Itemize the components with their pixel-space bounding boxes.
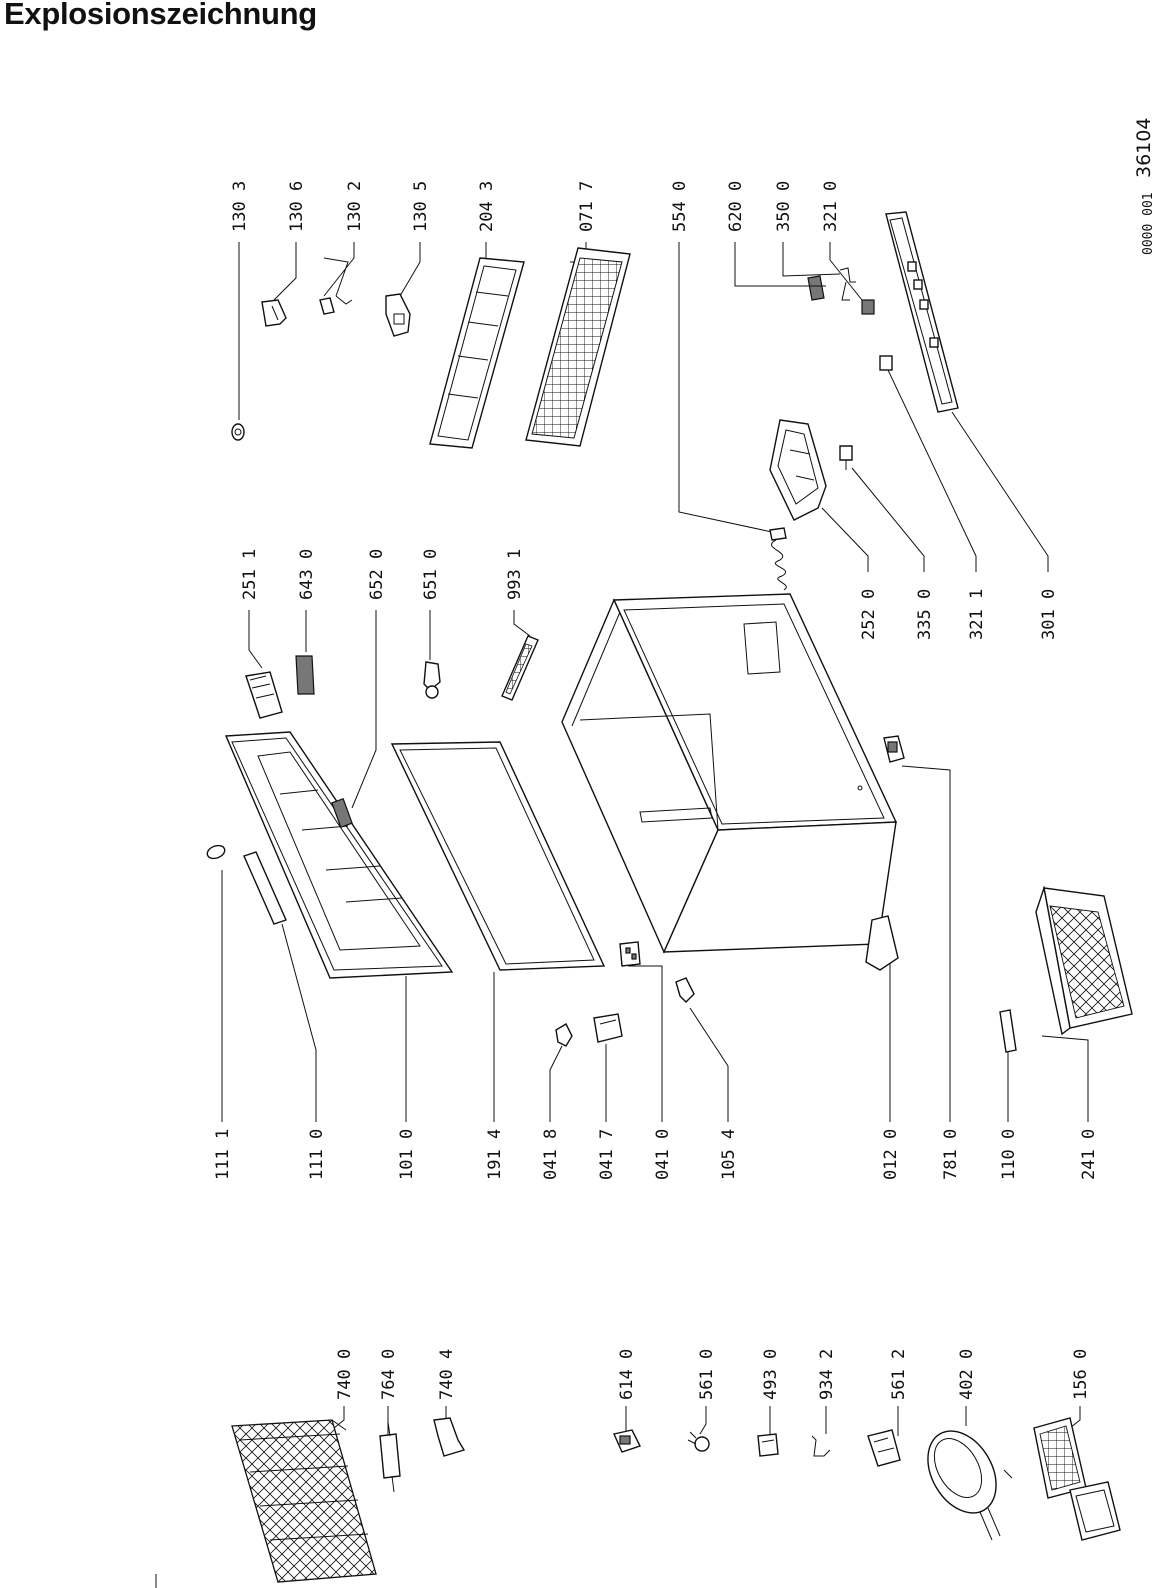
part-label-301-0: 301 0 [1039, 589, 1059, 640]
part-cabinet [561, 593, 898, 954]
part-label-781-0: 781 0 [941, 1129, 961, 1180]
part-740-0-condenser [231, 1419, 377, 1583]
part-label-554-0: 554 0 [670, 181, 690, 232]
part-561-0 [687, 1431, 710, 1452]
part-041-0 [619, 941, 641, 967]
part-label-934-2: 934 2 [817, 1349, 837, 1400]
document-number: 36104 [1133, 118, 1155, 178]
part-241-0-basket [1035, 885, 1133, 1036]
part-label-101-0: 101 0 [397, 1129, 417, 1180]
part-label-614-0: 614 0 [617, 1349, 637, 1400]
part-105-4 [675, 977, 695, 1003]
part-label-130-2: 130 2 [345, 181, 365, 232]
part-label-251-1: 251 1 [240, 549, 260, 600]
part-321-0 [861, 299, 875, 315]
part-071-7 [525, 247, 631, 447]
part-620-0 [806, 275, 826, 301]
part-label-130-3: 130 3 [230, 181, 250, 232]
part-156-0-tray [1033, 1417, 1121, 1541]
part-614-0 [613, 1429, 641, 1453]
part-643-0 [295, 655, 315, 695]
part-label-105-4: 105 4 [719, 1129, 739, 1180]
part-label-740-4: 740 4 [437, 1349, 457, 1400]
part-label-643-0: 643 0 [297, 549, 317, 600]
part-label-402-0: 402 0 [957, 1349, 977, 1400]
part-301-0-control-panel [885, 211, 959, 413]
part-204-3 [429, 257, 525, 449]
page-title: Explosionszeichnung [4, 0, 317, 31]
part-label-252-0: 252 0 [859, 589, 879, 640]
part-554-0 [769, 527, 787, 591]
part-191-4-gasket [390, 741, 606, 971]
part-110-0 [999, 1009, 1017, 1053]
part-130-3 [231, 423, 245, 441]
part-740-4 [433, 1417, 466, 1457]
part-111-0 [243, 851, 287, 925]
document-code: 0000 001 [1141, 192, 1156, 255]
part-label-130-6: 130 6 [287, 181, 307, 232]
part-label-191-4: 191 4 [485, 1129, 505, 1180]
part-label-130-5: 130 5 [411, 181, 431, 232]
part-041-7 [593, 1013, 623, 1043]
part-label-110-0: 110 0 [999, 1129, 1019, 1180]
part-252-0-control-housing [769, 419, 827, 521]
part-111-1 [206, 844, 226, 860]
part-label-335-0: 335 0 [915, 589, 935, 640]
part-781-0 [883, 735, 905, 763]
part-993-1 [501, 635, 539, 701]
part-651-0 [423, 661, 441, 699]
part-label-111-1: 111 1 [213, 1129, 233, 1180]
part-561-2 [867, 1429, 901, 1467]
part-label-321-1: 321 1 [967, 589, 987, 640]
part-label-651-0: 651 0 [421, 549, 441, 600]
part-321-1 [879, 355, 893, 371]
part-label-740-0: 740 0 [335, 1349, 355, 1400]
part-label-993-1: 993 1 [505, 549, 525, 600]
part-041-8 [555, 1023, 573, 1047]
part-350-0 [839, 267, 856, 301]
part-251-1 [245, 671, 283, 719]
part-label-111-0: 111 0 [307, 1129, 327, 1180]
part-label-652-0: 652 0 [367, 549, 387, 600]
part-764-0 [379, 1421, 401, 1493]
part-label-561-2: 561 2 [889, 1349, 909, 1400]
part-label-156-0: 156 0 [1071, 1349, 1091, 1400]
part-012-0 [865, 915, 899, 971]
part-130-2 [319, 295, 353, 315]
part-label-204-3: 204 3 [477, 181, 497, 232]
part-label-561-0: 561 0 [697, 1349, 717, 1400]
part-130-6 [261, 299, 287, 327]
part-label-041-8: 041 8 [541, 1129, 561, 1180]
part-label-493-0: 493 0 [761, 1349, 781, 1400]
part-label-071-7: 071 7 [577, 181, 597, 232]
part-493-0 [757, 1433, 779, 1457]
part-label-041-0: 041 0 [653, 1129, 673, 1180]
part-101-0-lid [224, 731, 454, 979]
part-label-321-0: 321 0 [821, 181, 841, 232]
part-130-5 [385, 293, 411, 337]
part-label-764-0: 764 0 [379, 1349, 399, 1400]
part-label-041-7: 041 7 [597, 1129, 617, 1180]
part-label-620-0: 620 0 [726, 181, 746, 232]
part-label-241-0: 241 0 [1079, 1129, 1099, 1180]
part-402-0-compressor [927, 1430, 1013, 1541]
part-label-012-0: 012 0 [881, 1129, 901, 1180]
part-335-0 [839, 445, 853, 470]
part-934-2 [811, 1435, 831, 1457]
part-label-350-0: 350 0 [774, 181, 794, 232]
